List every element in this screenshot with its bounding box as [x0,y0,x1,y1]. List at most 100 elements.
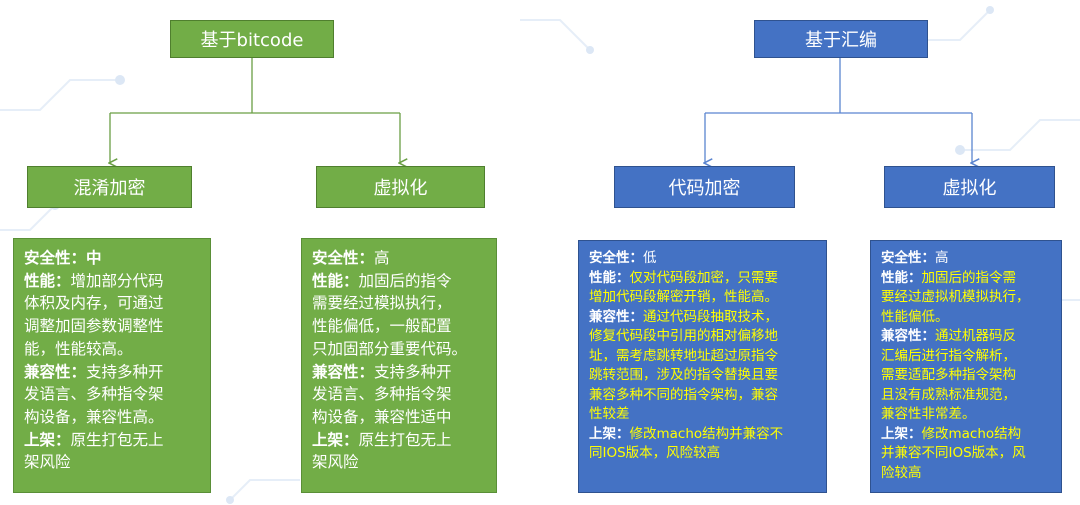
field-value: 支持多种开 [86,362,164,381]
node-virtualization-bitcode: 虚拟化 [316,166,485,208]
field-value: 并兼容不同IOS版本，风 [881,445,1026,461]
card-line: 性能：加固后的指令需 [881,269,1054,289]
field-value: 支持多种开 [374,362,452,381]
card-line: 上架：原生打包无上 [24,429,203,452]
node-label: 虚拟化 [942,178,997,199]
card-line: 上架：修改macho结构 [881,425,1054,445]
card-line: 并兼容不同IOS版本，风 [881,444,1054,464]
field-label: 安全性： [881,250,935,266]
field-value: 通过代码段抽取技术， [643,308,778,325]
card-line: 址，需考虑跳转地址超过原指令 [589,347,819,367]
field-label: 上架： [589,425,630,442]
field-label: 安全性： [589,250,643,266]
field-label: 性能： [589,269,630,286]
field-value: 低 [643,250,657,266]
field-label: 中 [86,249,102,267]
field-label: 兼容性： [24,362,87,381]
field-value: 性较差 [589,406,630,422]
field-label: 性能： [881,269,922,286]
card-line: 兼容性：支持多种开 [312,361,489,384]
field-label: 兼容性： [589,308,643,325]
field-value: 加固后的指令需 [921,269,1017,286]
card-line: 性能：加固后的指令 [312,270,489,293]
node-code-encryption: 代码加密 [614,166,795,208]
field-value: 修改macho结构并兼容不 [629,425,784,442]
card-line: 上架：原生打包无上 [312,429,489,452]
card-line: 兼容性：通过机器码反 [881,327,1054,347]
field-value: 增加部分代码 [70,271,164,290]
card-line: 性能：增加部分代码 [24,270,203,293]
card-line: 安全性：中 [24,247,203,270]
field-value: 同IOS版本，风险较高 [589,445,721,461]
field-value: 架风险 [312,453,359,472]
root-node-label: 基于bitcode [200,30,304,51]
field-value: 调整加固参数调整性 [24,317,164,336]
card-line: 发语言、多种指令架 [24,383,203,406]
field-label: 上架： [312,430,359,449]
field-value: 构设备，兼容性适中 [312,407,452,426]
field-label: 性能： [24,271,71,290]
card-line: 需要经过模拟执行， [312,292,489,315]
field-value: 原生打包无上 [70,430,164,449]
field-value: 修改macho结构 [921,425,1022,442]
field-label: 兼容性： [881,328,935,344]
card-line: 同IOS版本，风险较高 [589,444,819,464]
card-line: 能，性能较高。 [24,338,203,361]
card-line: 安全性：高 [312,247,489,270]
node-label: 虚拟化 [373,178,428,199]
field-value: 构设备，兼容性高。 [24,407,164,426]
card-line: 增加代码段解密开销，性能高。 [589,288,819,308]
field-label: 安全性： [24,249,87,267]
card-line: 修复代码段中引用的相对偏移地 [589,327,819,347]
field-value: 发语言、多种指令架 [312,385,452,404]
field-value: 通过机器码反 [935,328,1016,344]
field-value: 加固后的指令 [358,271,452,290]
card-line: 体积及内存，可通过 [24,292,203,315]
card-line: 性较差 [589,405,819,425]
card-code-encryption: 安全性：低性能：仅对代码段加密，只需要增加代码段解密开销，性能高。兼容性：通过代… [578,240,827,493]
root-node-label: 基于汇编 [805,30,877,51]
card-line: 性能偏低。 [881,308,1054,328]
card-obfuscation-encryption: 安全性：中性能：增加部分代码体积及内存，可通过调整加固参数调整性能，性能较高。兼… [13,238,211,493]
card-line: 性能偏低，一般配置 [312,315,489,338]
field-label: 兼容性： [312,362,375,381]
field-value: 要经过虚拟机模拟执行， [881,289,1030,305]
field-value: 兼容多种不同的指令架构，兼容 [589,386,778,403]
card-line: 且没有成熟标准规范， [881,386,1054,406]
card-line: 险较高 [881,464,1054,484]
card-line: 兼容性：支持多种开 [24,361,203,384]
field-value: 跳转范围，涉及的指令替换且要 [589,367,778,383]
card-line: 只加固部分重要代码。 [312,338,489,361]
field-value: 需要适配多种指令架构 [881,367,1016,383]
card-line: 安全性：低 [589,249,819,269]
root-node-bitcode: 基于bitcode [170,20,334,58]
card-line: 构设备，兼容性高。 [24,406,203,429]
field-value: 体积及内存，可通过 [24,294,164,313]
field-label: 性能： [312,271,359,290]
field-label: 上架： [881,425,922,442]
node-obfuscation-encryption: 混淆加密 [27,166,192,208]
card-line: 兼容性非常差。 [881,405,1054,425]
root-node-assembly: 基于汇编 [754,20,928,58]
field-value: 高 [935,250,949,266]
field-value: 发语言、多种指令架 [24,385,164,404]
field-value: 原生打包无上 [358,430,452,449]
node-label: 代码加密 [668,178,741,199]
card-virtualization-bitcode: 安全性：高性能：加固后的指令需要经过模拟执行，性能偏低，一般配置只加固部分重要代… [301,238,497,493]
field-value: 汇编后进行指令解析， [881,347,1016,364]
card-virtualization-assembly: 安全性：高性能：加固后的指令需要经过虚拟机模拟执行，性能偏低。兼容性：通过机器码… [870,240,1062,493]
field-value: 需要经过模拟执行， [312,294,452,313]
card-line: 要经过虚拟机模拟执行， [881,288,1054,308]
card-line: 兼容性：通过代码段抽取技术， [589,308,819,328]
field-value: 险较高 [881,464,922,481]
field-value: 且没有成熟标准规范， [881,386,1016,403]
card-line: 兼容多种不同的指令架构，兼容 [589,386,819,406]
field-value: 仅对代码段加密，只需要 [629,269,779,286]
card-line: 安全性：高 [881,249,1054,269]
card-line: 发语言、多种指令架 [312,383,489,406]
field-value: 架风险 [24,453,71,472]
card-line: 架风险 [312,451,489,474]
node-virtualization-assembly: 虚拟化 [884,166,1055,208]
